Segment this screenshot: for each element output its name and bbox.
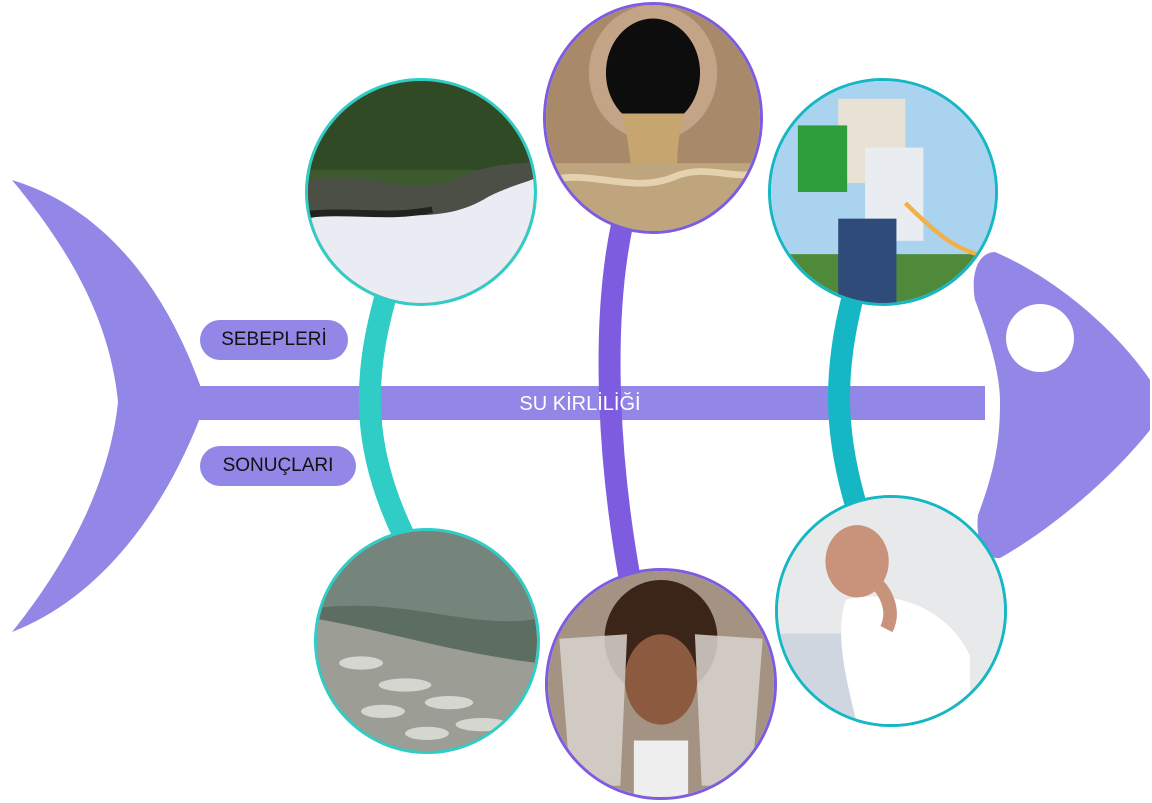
bone-teal	[358, 292, 415, 543]
fish-tail	[12, 180, 200, 632]
bone-cyan	[828, 297, 869, 516]
effects-label: SONUÇLARI	[200, 446, 356, 486]
spine-label: SU KİRLİLİĞİ	[519, 393, 641, 415]
bone-purple	[598, 222, 641, 582]
fish-eye	[1006, 304, 1074, 372]
dead-fish-shore-photo	[314, 528, 540, 754]
sick-man-nausea-photo	[775, 495, 1007, 727]
pesticide-spraying-farmer-photo	[768, 78, 998, 306]
polluted-river-foam-photo	[305, 78, 537, 306]
fish-spine	[195, 386, 985, 420]
fish-head	[973, 252, 1150, 559]
woman-holding-dirty-water-glasses-photo	[545, 568, 777, 800]
sewage-pipe-discharge-photo	[543, 2, 763, 234]
causes-label: SEBEPLERİ	[200, 320, 348, 360]
